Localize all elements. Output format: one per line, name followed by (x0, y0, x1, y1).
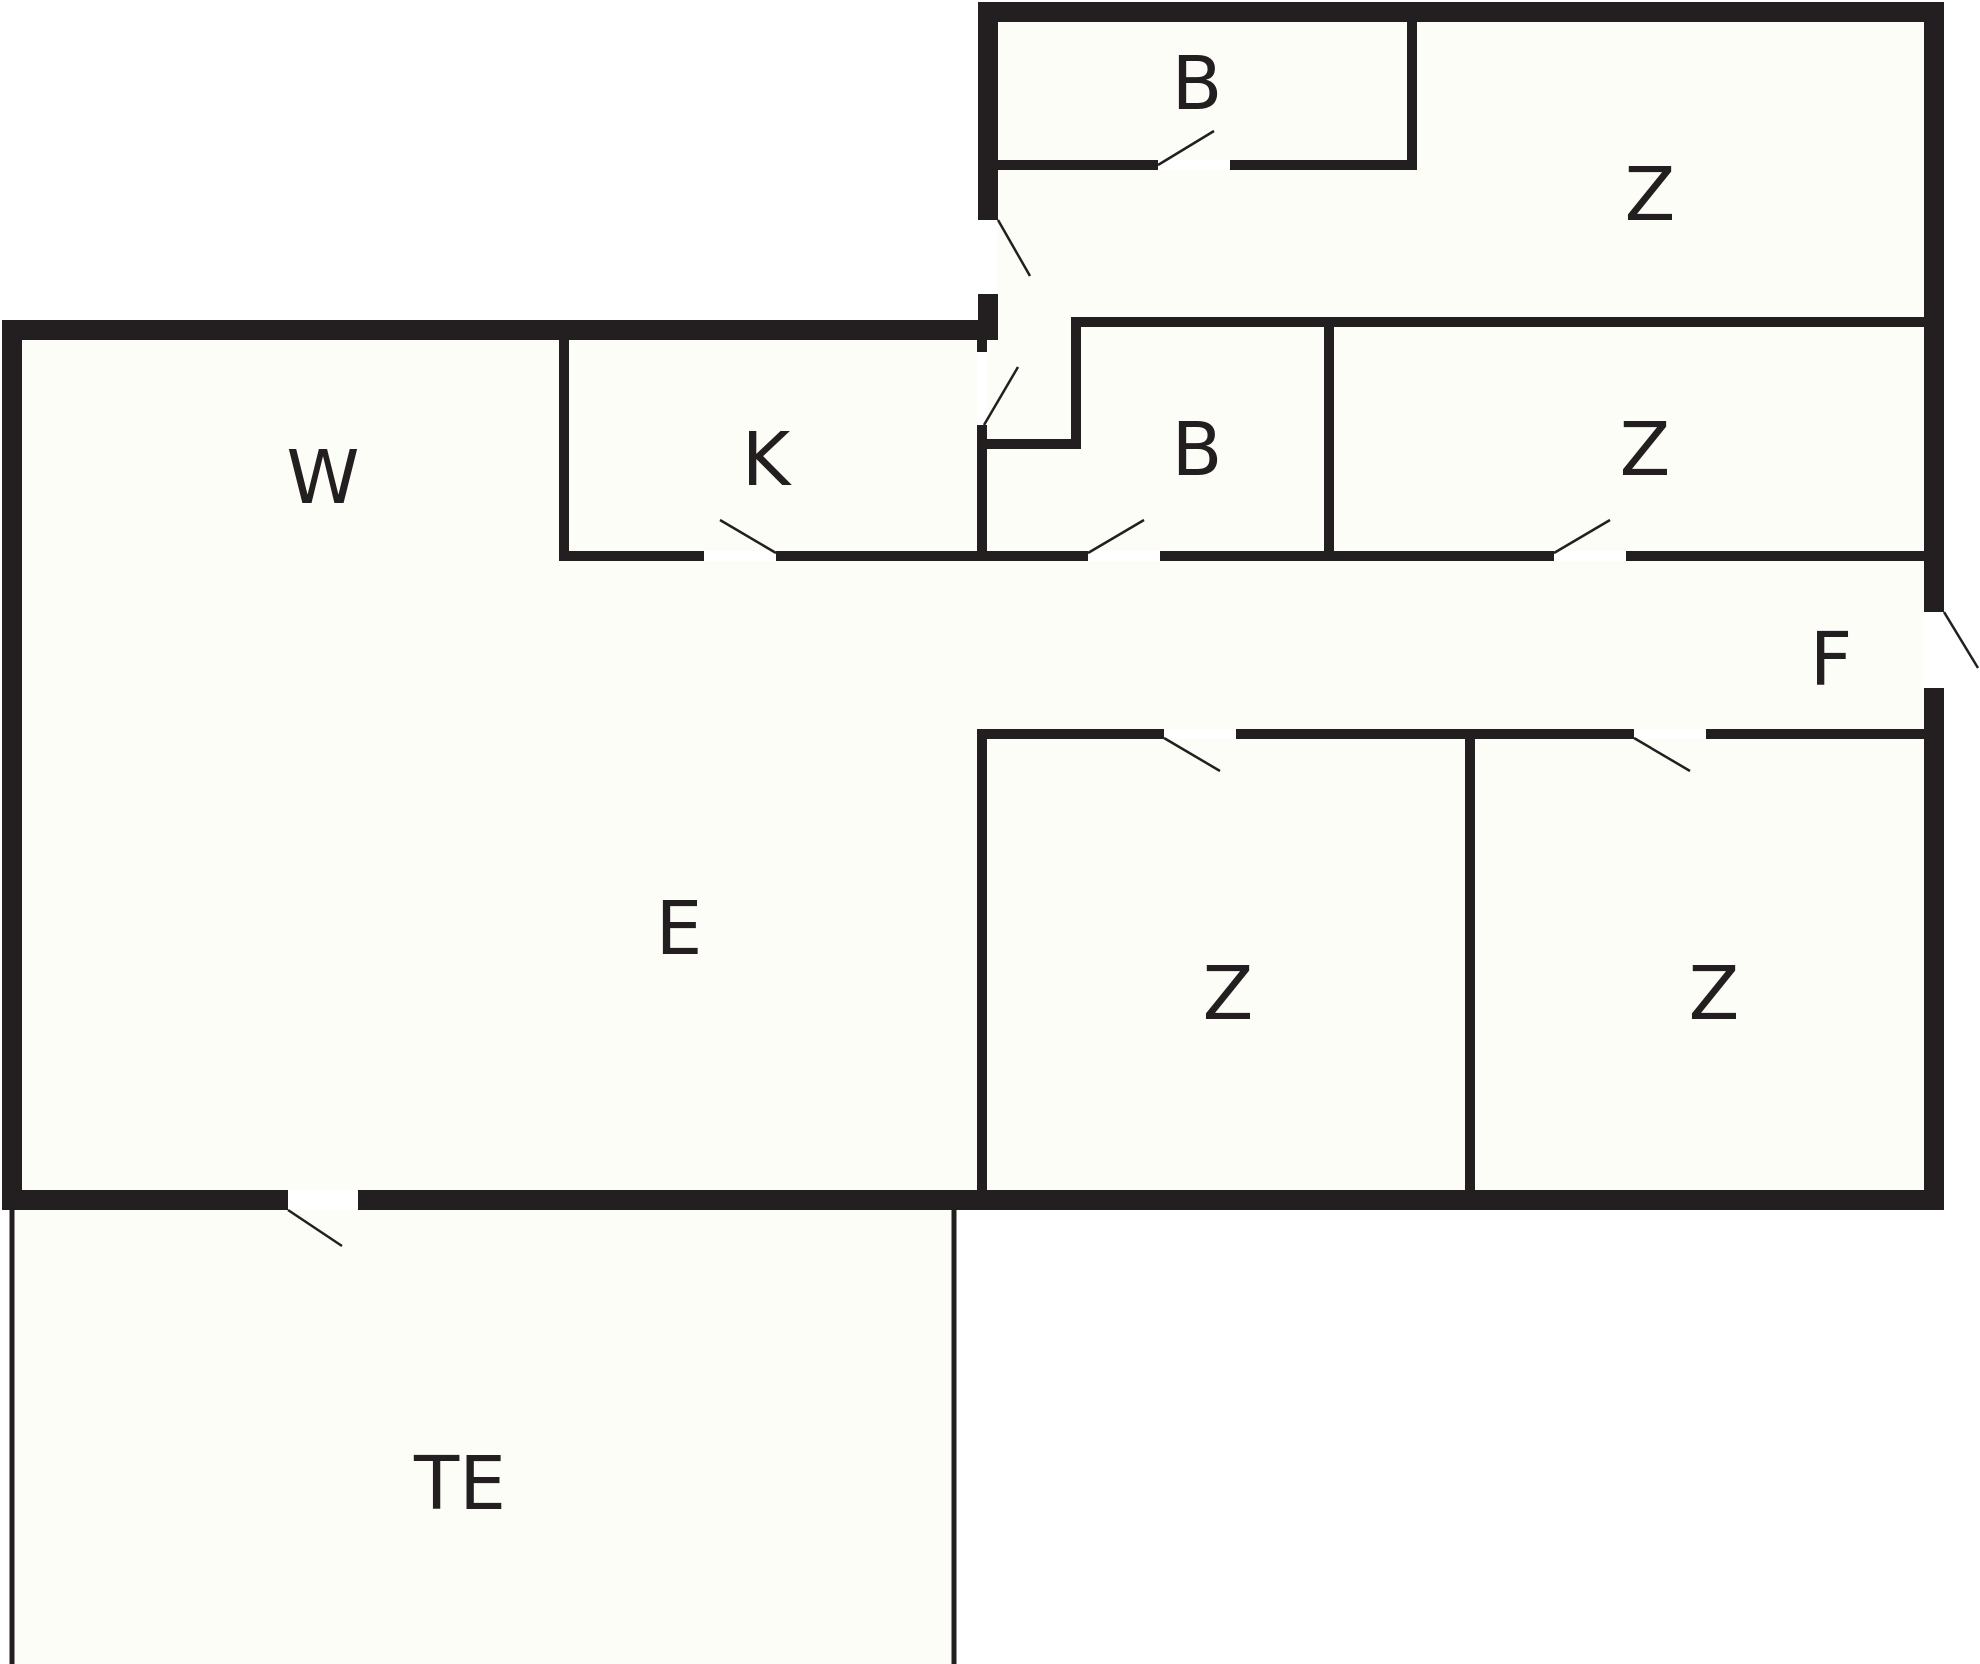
door-gap-terrace (288, 1190, 358, 1210)
door-openings (288, 160, 1944, 1210)
interior-walls (559, 7, 1939, 1200)
door-gap-bath-top (1158, 160, 1230, 170)
door-gap-bath-mid (1088, 551, 1160, 561)
room-label-bedroom-mid: Z (1620, 407, 1671, 493)
door-gap-hall-passage (977, 352, 987, 425)
room-label-bedroom-bottom-left: Z (1203, 951, 1254, 1037)
door-gap-bedroom-bottom-left (1164, 729, 1236, 739)
room-label-dining: E (656, 886, 703, 972)
floor-main (12, 330, 1934, 1197)
room-label-living: W (286, 435, 359, 521)
door-gap-entrance (1924, 612, 1944, 688)
room-label-bedroom-top: Z (1625, 152, 1676, 238)
door-gap-kitchen (704, 551, 776, 561)
floor-fills (12, 12, 1934, 1664)
door-gap-bedroom-bottom-right (1634, 729, 1706, 739)
door-gap-upper-wing (978, 220, 998, 294)
door-gap-bedroom-mid (1554, 551, 1626, 561)
room-label-kitchen: K (742, 417, 793, 503)
door-swings (287, 129, 1980, 1248)
room-label-bath-mid: B (1172, 407, 1223, 493)
floor-terrace (12, 1200, 956, 1664)
room-label-bedroom-bottom-right: Z (1689, 951, 1740, 1037)
room-labels: B Z W K B Z F E Z Z TE (286, 41, 1852, 1527)
room-label-bath-top: B (1172, 41, 1223, 127)
room-label-terrace: TE (413, 1441, 506, 1527)
terrace-boundary (9, 1200, 957, 1664)
floor-upper-wing (988, 12, 1934, 338)
room-label-hallway: F (1810, 617, 1853, 703)
